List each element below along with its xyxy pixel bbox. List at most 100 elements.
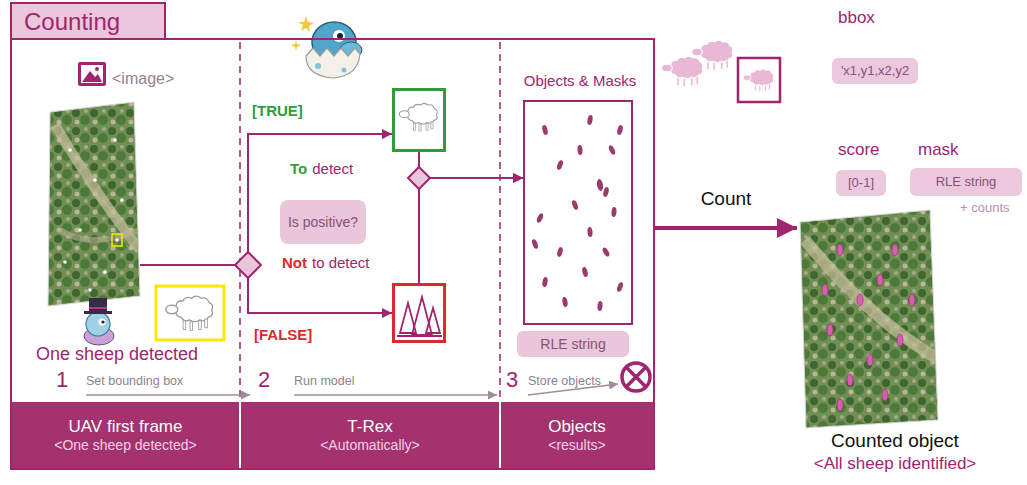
flow-connector — [140, 134, 392, 265]
sheep-masks-part — [536, 212, 545, 223]
decision-text: Is positive? — [288, 214, 358, 230]
counted-photo-part — [800, 210, 938, 428]
background-trees-part — [426, 308, 440, 333]
sheep-group — [662, 40, 780, 102]
background-trees — [397, 297, 442, 336]
counted-photo-part-part — [867, 354, 873, 366]
sheep-masks-part — [597, 301, 603, 311]
sheep-group-part — [738, 58, 780, 102]
step-number: 3 — [506, 367, 518, 392]
field-box: score[0-1] — [836, 170, 886, 196]
baby-dragon-part — [291, 40, 301, 51]
counted-photo-part-part — [892, 244, 898, 256]
detect-sheep-icon — [399, 103, 437, 131]
selected-sheep-part — [166, 296, 213, 330]
panel-dividers — [240, 42, 500, 400]
sheep-masks-part — [587, 227, 593, 237]
detect-sheep-icon-part — [399, 103, 437, 131]
discard-symbol-part — [627, 368, 645, 386]
sheep-masks-part — [556, 159, 564, 170]
wizard-dragon-part — [99, 319, 106, 326]
image-icon-part — [82, 71, 102, 82]
baby-dragon-part — [333, 30, 345, 42]
field-value: [0-1] — [848, 176, 874, 191]
field-value: RLE string — [936, 175, 997, 190]
selected-sheep — [156, 286, 224, 340]
sheep-masks-part — [562, 297, 569, 308]
baby-dragon — [291, 16, 362, 78]
aerial-photo-part — [78, 228, 82, 232]
false-label: [FALSE] — [254, 326, 312, 343]
counted-photo-part-part — [897, 334, 903, 346]
discard-symbol-part — [627, 368, 645, 386]
counted-photo-part-part — [882, 389, 888, 401]
true-label: [TRUE] — [252, 102, 303, 119]
aerial-photo-part — [115, 238, 119, 242]
counts-note: + counts — [960, 201, 1010, 216]
result-image: Counted object<All sheep identified> — [800, 208, 940, 424]
result-title: Counted object — [770, 430, 1020, 452]
sheep-masks-part — [602, 187, 609, 198]
flow-connector — [419, 152, 523, 178]
aerial-photo-part — [113, 138, 117, 142]
sheep-masks-part — [587, 115, 594, 126]
step-number: 1 — [56, 367, 68, 392]
sheep-masks-part — [608, 144, 617, 155]
field-box: maskRLE string — [910, 168, 1022, 196]
field-box: bbox'x1,y1,x2,y2 — [832, 58, 918, 84]
wizard-dragon-part — [84, 311, 112, 314]
rle-box: RLE string — [517, 331, 629, 357]
counted-photo-part-part — [847, 374, 853, 386]
sheep-masks-part — [616, 125, 623, 136]
cell-subtitle: <One sheep detected> — [54, 437, 196, 453]
background-trees-part — [397, 335, 442, 337]
sheep-masks — [531, 115, 624, 312]
branch-word: detect — [312, 160, 353, 177]
uav-image: <image> — [48, 108, 140, 308]
wizard-dragon — [84, 298, 114, 345]
counted-photo-part-part — [822, 284, 828, 296]
discard-symbol-part — [622, 363, 650, 391]
sheep-masks-part — [601, 246, 610, 257]
wizard-dragon-part — [86, 312, 110, 336]
wizard-dragon-part — [89, 307, 107, 309]
counted-photo-part-part — [837, 244, 843, 256]
decision-note: Is positive? — [280, 200, 366, 244]
wizard-dragon-part — [89, 298, 107, 312]
aerial-photo-part-part — [60, 230, 140, 240]
cell-title: UAV first frame — [69, 417, 183, 437]
flow-connector — [140, 265, 392, 313]
counted-photo — [800, 210, 940, 428]
flow-connector — [419, 178, 523, 283]
field-name: bbox — [838, 8, 875, 28]
aerial-photo-part — [112, 234, 122, 246]
discard-symbol — [622, 363, 650, 391]
aerial-photo-part — [103, 270, 107, 274]
field-name: score — [838, 140, 880, 160]
image-icon-part — [95, 67, 99, 71]
sheep-masks-part — [541, 125, 548, 136]
detect-box: [TRUE] — [392, 88, 446, 152]
aerial-photo-part-part — [55, 125, 140, 250]
aerial-photo-part — [120, 198, 124, 202]
split-diamond — [235, 252, 261, 278]
step-number: 2 — [258, 367, 270, 392]
baby-dragon-part — [298, 16, 314, 32]
counted-photo-part-part — [827, 324, 833, 336]
cell-title: Objects — [548, 417, 606, 437]
counted-photo-part-part — [909, 294, 915, 306]
merge-diamond — [408, 167, 430, 189]
sheep-group-part — [743, 69, 774, 91]
counted-photo-part-part — [805, 240, 940, 360]
sheep-masks-part — [531, 238, 539, 249]
step-text: Set bounding box — [86, 374, 183, 388]
aerial-photo-part — [48, 102, 140, 306]
baby-dragon-part — [315, 63, 321, 69]
image-label: <image> — [112, 70, 174, 88]
aerial-photo-part — [93, 178, 97, 182]
result-subtitle: <All sheep identified> — [770, 454, 1020, 474]
flow-connector — [655, 226, 797, 230]
sheep-masks-part — [556, 247, 563, 258]
count-label: Count — [698, 188, 755, 210]
baby-dragon-part — [342, 68, 347, 73]
